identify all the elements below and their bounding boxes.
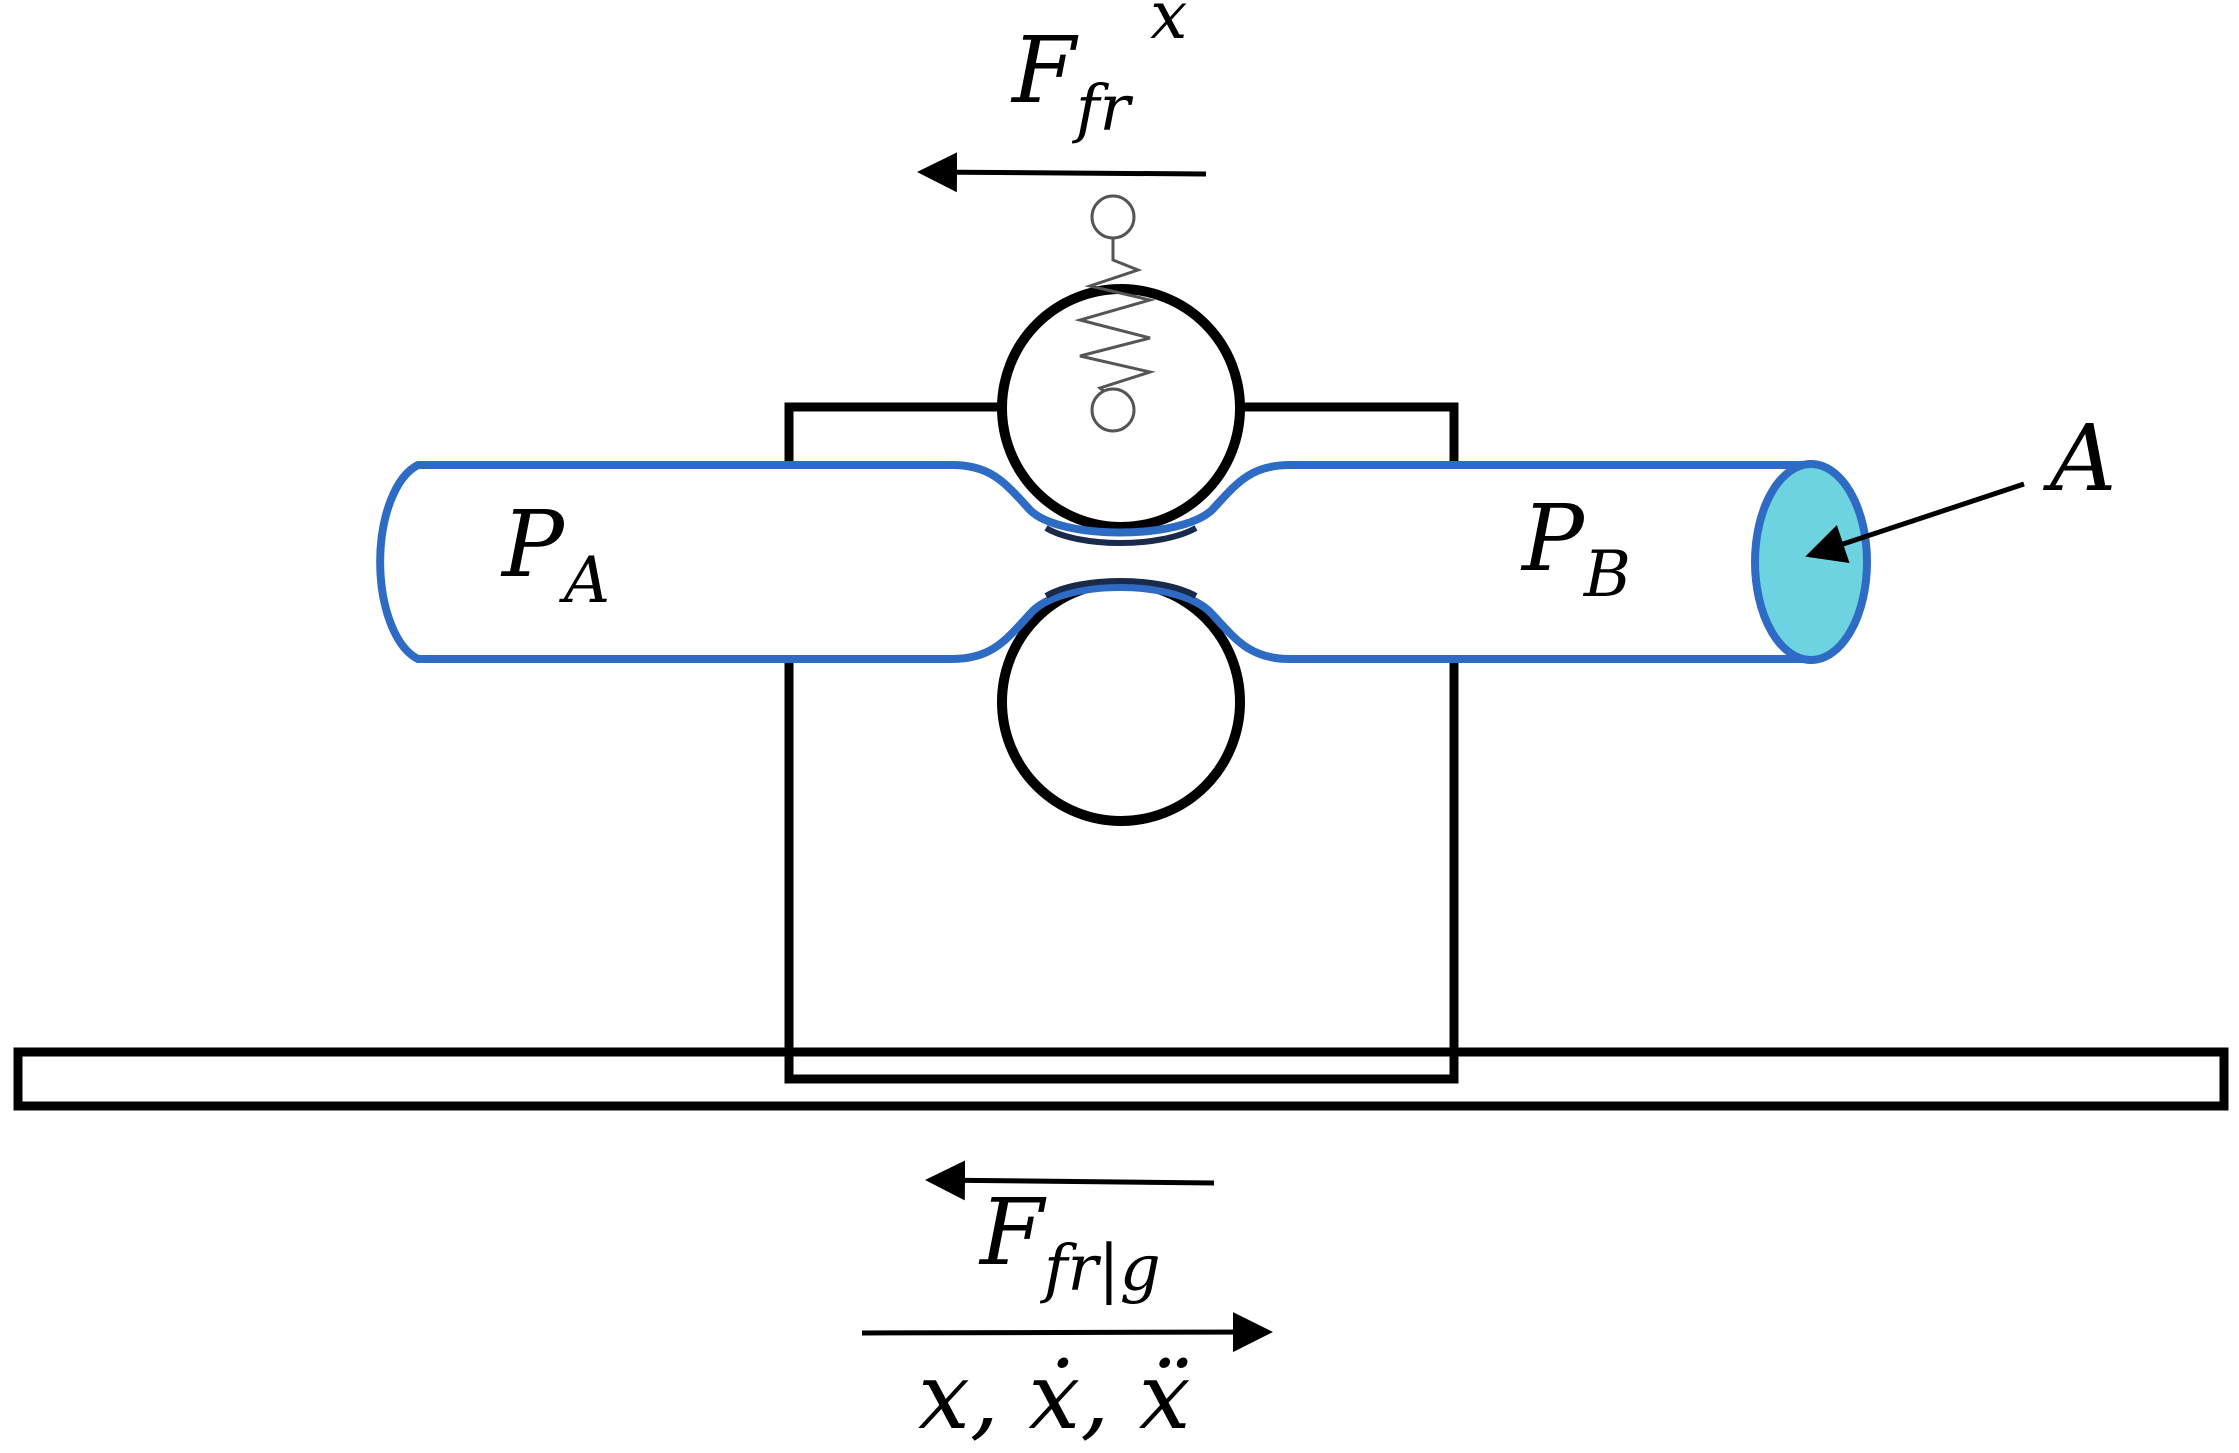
pressure-b-label: PB bbox=[1520, 485, 1631, 612]
tube-cross-section bbox=[1751, 460, 1871, 664]
area-label: A bbox=[2042, 405, 2116, 512]
area-pointer-arrow bbox=[1805, 481, 2025, 563]
pinched-tube bbox=[376, 461, 1811, 663]
friction-top-arrow bbox=[917, 152, 1207, 193]
friction-ground-label: Ffr|g bbox=[978, 1179, 1161, 1306]
kinematics-label: x, ẋ, ẍ bbox=[918, 1343, 1191, 1450]
ground-rail bbox=[13, 1047, 2229, 1111]
pinch-contact-bottom bbox=[1044, 578, 1198, 599]
friction-top-label: Ffrx bbox=[1010, 0, 1187, 146]
bottom-roller bbox=[997, 578, 1245, 826]
motion-arrow bbox=[861, 1312, 1273, 1353]
pinch-contact-top bbox=[1044, 525, 1198, 546]
friction-ground-arrow bbox=[925, 1160, 1215, 1201]
spring bbox=[1074, 194, 1156, 433]
pressure-a-label: PA bbox=[500, 491, 610, 618]
